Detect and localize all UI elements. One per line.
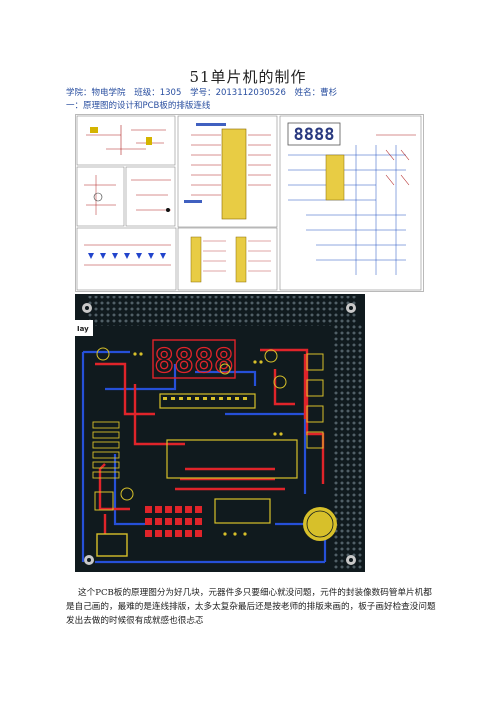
student-id-field: 学号：2013112030526: [190, 88, 286, 98]
name-field: 姓名：曹杉: [294, 88, 338, 98]
body-paragraph: 这个PCB板的原理图分为好几块，元器件多只要细心就没问题，元件的封装像数码管单片…: [66, 587, 436, 626]
class-field: 班级：1305: [134, 88, 182, 98]
pcb-display-digits: 8888: [154, 341, 233, 380]
schematic-drawing: 8888: [76, 115, 422, 291]
side-tab-label: Iay: [77, 325, 89, 333]
schematic-display-digits: 8888: [294, 125, 335, 145]
college-field: 学院：物电学院: [66, 88, 126, 98]
pcb-drawing: Iay 8888: [75, 294, 365, 572]
author-meta-line: 学院：物电学院 班级：1305 学号：2013112030526 姓名：曹杉: [66, 86, 446, 98]
pcb-layout-figure: Iay 8888: [75, 294, 365, 572]
section-heading: 一：原理图的设计和PCB板的排版连线: [66, 101, 211, 111]
page-title: 51单片机的制作: [189, 68, 307, 86]
schematic-figure: 8888: [75, 114, 424, 292]
